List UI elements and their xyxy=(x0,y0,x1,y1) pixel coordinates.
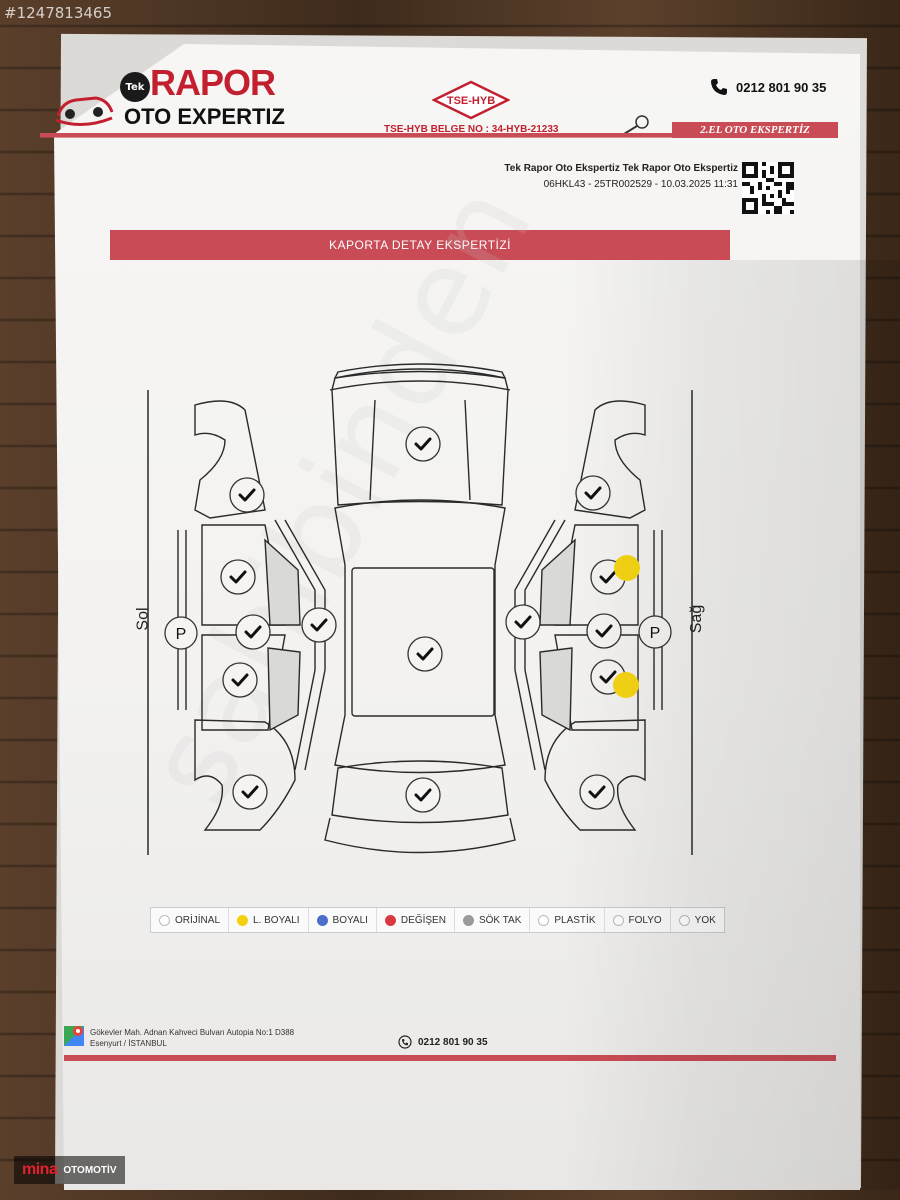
legend-dot xyxy=(316,914,328,926)
dealer-brand-suffix: OTOMOTİV xyxy=(63,1164,117,1176)
report-plate-number-date: 06HKL43 - 25TR002529 - 10.03.2025 11:31 xyxy=(543,179,738,190)
right-pillar-original-check-icon xyxy=(585,612,623,650)
header-phone: 0212 801 90 35 xyxy=(710,78,826,96)
legend-label: YOK xyxy=(694,914,716,926)
legend-item-removed-installed: SÖK TAK xyxy=(455,908,531,932)
right-front-window xyxy=(539,538,576,626)
left-rear-door-original-check-icon xyxy=(221,661,259,699)
rear-bumper xyxy=(324,817,516,854)
legend-item-original: ORİJİNAL xyxy=(151,908,230,932)
map-pin-icon xyxy=(64,1026,84,1046)
cabin-outline xyxy=(334,499,506,774)
right-rear-door xyxy=(554,634,639,731)
header-phone-number: 0212 801 90 35 xyxy=(736,79,827,95)
right-rear-window xyxy=(539,647,573,732)
magnifier-icon xyxy=(623,115,649,135)
legend-label: L. BOYALI xyxy=(253,914,300,926)
roof-original-check-icon xyxy=(406,635,444,673)
right-front-fender xyxy=(574,400,646,519)
tse-badge-label: TSE-HYB xyxy=(447,95,495,107)
hood-crease xyxy=(369,399,471,501)
legend-item-none: YOK xyxy=(671,908,724,932)
header-rule-thin xyxy=(40,137,838,138)
second-hand-expertise-tag: 2.EL OTO EKSPERTİZ xyxy=(672,122,838,138)
left-front-fender xyxy=(194,400,266,519)
photo-id-watermark: #1247813465 xyxy=(4,4,113,22)
car-logo-icon xyxy=(55,96,114,126)
left-front-window xyxy=(264,538,301,626)
legend-label: ORİJİNAL xyxy=(175,914,221,926)
right-front-door-paint-marker xyxy=(614,555,640,581)
legend-item-plastic: PLASTİK xyxy=(530,908,605,932)
header-rule xyxy=(40,133,838,137)
legend-dot xyxy=(462,914,474,926)
legend-label: SÖK TAK xyxy=(478,914,522,926)
footer-phone: 0212 801 90 35 xyxy=(398,1035,488,1049)
legend-label: PLASTİK xyxy=(554,914,596,926)
legend-dot xyxy=(538,914,550,926)
qr-code-icon xyxy=(742,162,794,214)
left-rear-window xyxy=(267,647,301,732)
legend-dot xyxy=(678,914,690,926)
right-parking-sensor-icon xyxy=(638,615,672,649)
tse-certificate-number: TSE-HYB BELGE NO : 34-HYB-21233 xyxy=(384,124,559,135)
legend-item-lightly-painted: L. BOYALI xyxy=(229,908,309,932)
trunk-panel xyxy=(331,760,509,824)
right-roof-rail-original-check-icon xyxy=(504,603,542,641)
footer-rule xyxy=(64,1055,836,1061)
legend-dot xyxy=(612,914,624,926)
car-body-diagram: P xyxy=(147,363,693,855)
left-rear-fender xyxy=(194,719,296,831)
right-rear-fender xyxy=(544,719,646,831)
legend-dot xyxy=(237,914,249,926)
footer-phone-number: 0212 801 90 35 xyxy=(418,1036,488,1048)
dealer-brand-name: mina xyxy=(22,1161,58,1178)
legend-label: DEĞİŞEN xyxy=(400,914,446,926)
legend-label: FOLYO xyxy=(628,914,662,926)
right-side-label: Sağ xyxy=(688,604,706,634)
left-parking-sensor-icon xyxy=(164,616,198,650)
footer-address-line1: Gökevler Mah. Adnan Kahveci Bulvarı Auto… xyxy=(90,1028,295,1037)
legend-label: BOYALI xyxy=(332,914,368,926)
logo-subtitle: OTO EXPERTIZ xyxy=(124,104,285,129)
left-roof-rail-original-check-icon xyxy=(300,606,338,644)
logo-badge: Tek xyxy=(120,72,150,102)
hood-lip xyxy=(329,380,511,391)
section-title: KAPORTA DETAY EKSPERTİZİ xyxy=(328,238,512,252)
hood-original-check-icon xyxy=(404,425,442,463)
roof-panel xyxy=(351,567,495,717)
phone-icon xyxy=(711,79,727,95)
right-front-fender-original-check-icon xyxy=(574,474,612,512)
report-issuer: Tek Rapor Oto Ekspertiz Tek Rapor Oto Ek… xyxy=(504,163,738,174)
footer-address-line2: Esenyurt / İSTANBUL xyxy=(90,1039,167,1048)
legend-item-replaced: DEĞİŞEN xyxy=(377,908,455,932)
right-rear-fender-original-check-icon xyxy=(578,773,616,811)
phone-icon xyxy=(398,1035,412,1049)
section-title-bar: KAPORTA DETAY EKSPERTİZİ xyxy=(110,230,730,260)
legend-item-foil: FOLYO xyxy=(605,908,671,932)
left-front-door-original-check-icon xyxy=(219,558,257,596)
logo-rapor: RAPOR xyxy=(150,62,276,103)
damage-legend: ORİJİNAL L. BOYALI BOYALI DEĞİŞEN SÖK TA… xyxy=(150,907,725,933)
tse-badge-icon: TSE-HYB xyxy=(432,80,510,120)
right-rear-door-paint-marker xyxy=(613,672,639,698)
front-bumper xyxy=(333,363,507,379)
left-rear-fender-original-check-icon xyxy=(231,773,269,811)
left-side-label: Sol xyxy=(134,607,152,631)
legend-dot xyxy=(159,914,170,926)
legend-item-painted: BOYALI xyxy=(309,908,377,932)
left-pillar-original-check-icon xyxy=(234,613,272,651)
dealer-brand-watermark: mina OTOMOTİV xyxy=(14,1156,125,1184)
legend-dot xyxy=(384,914,396,926)
left-front-fender-original-check-icon xyxy=(228,476,266,514)
trunk-original-check-icon xyxy=(404,776,442,814)
